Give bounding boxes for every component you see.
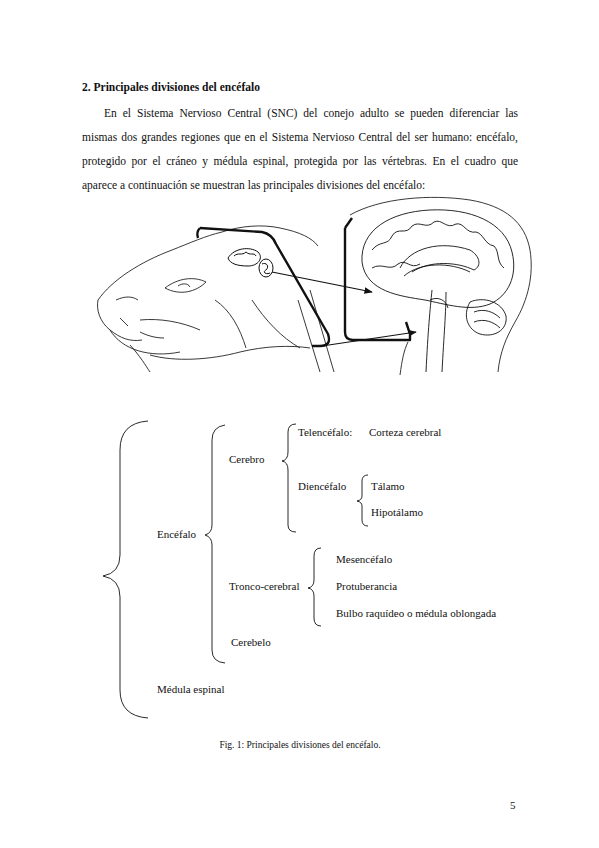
tree-term: Protuberancia — [336, 580, 397, 593]
tree-term: Telencéfalo: — [298, 426, 352, 439]
human-head — [350, 197, 531, 375]
tree-term: Diencéfalo — [298, 480, 346, 493]
page-number: 5 — [510, 799, 516, 812]
rabbit-brain — [228, 249, 273, 277]
brain-frame — [345, 228, 410, 340]
tree-term: Tálamo — [371, 480, 405, 493]
human-brain — [362, 210, 514, 372]
skull-frame — [200, 228, 329, 346]
skull-frame-corner — [197, 228, 200, 238]
brace — [103, 421, 368, 718]
tree-term: Tronco-cerebral — [229, 580, 299, 593]
tree-term: Mesencéfalo — [336, 553, 392, 566]
tree-term: Encéfalo — [157, 528, 196, 541]
tree-term: Médula espinal — [157, 683, 225, 696]
tree-term: Bulbo raquídeo o médula oblongada — [336, 607, 496, 620]
section-title: 2. Principales divisiones del encéfalo — [82, 81, 260, 95]
tree-term: Cerebro — [229, 453, 264, 466]
tree-term: Hipotálamo — [371, 506, 423, 519]
rabbit-head — [98, 226, 335, 372]
body-paragraph: En el Sistema Nervioso Central (SNC) del… — [82, 101, 518, 197]
tree-term: Corteza cerebral — [369, 426, 441, 439]
figure-caption: Fig. 1: Principales divisiones del encéf… — [219, 740, 380, 751]
tree-term: Cerebelo — [231, 636, 271, 649]
link-arrow — [272, 272, 372, 292]
brain-frame-top — [345, 218, 352, 228]
